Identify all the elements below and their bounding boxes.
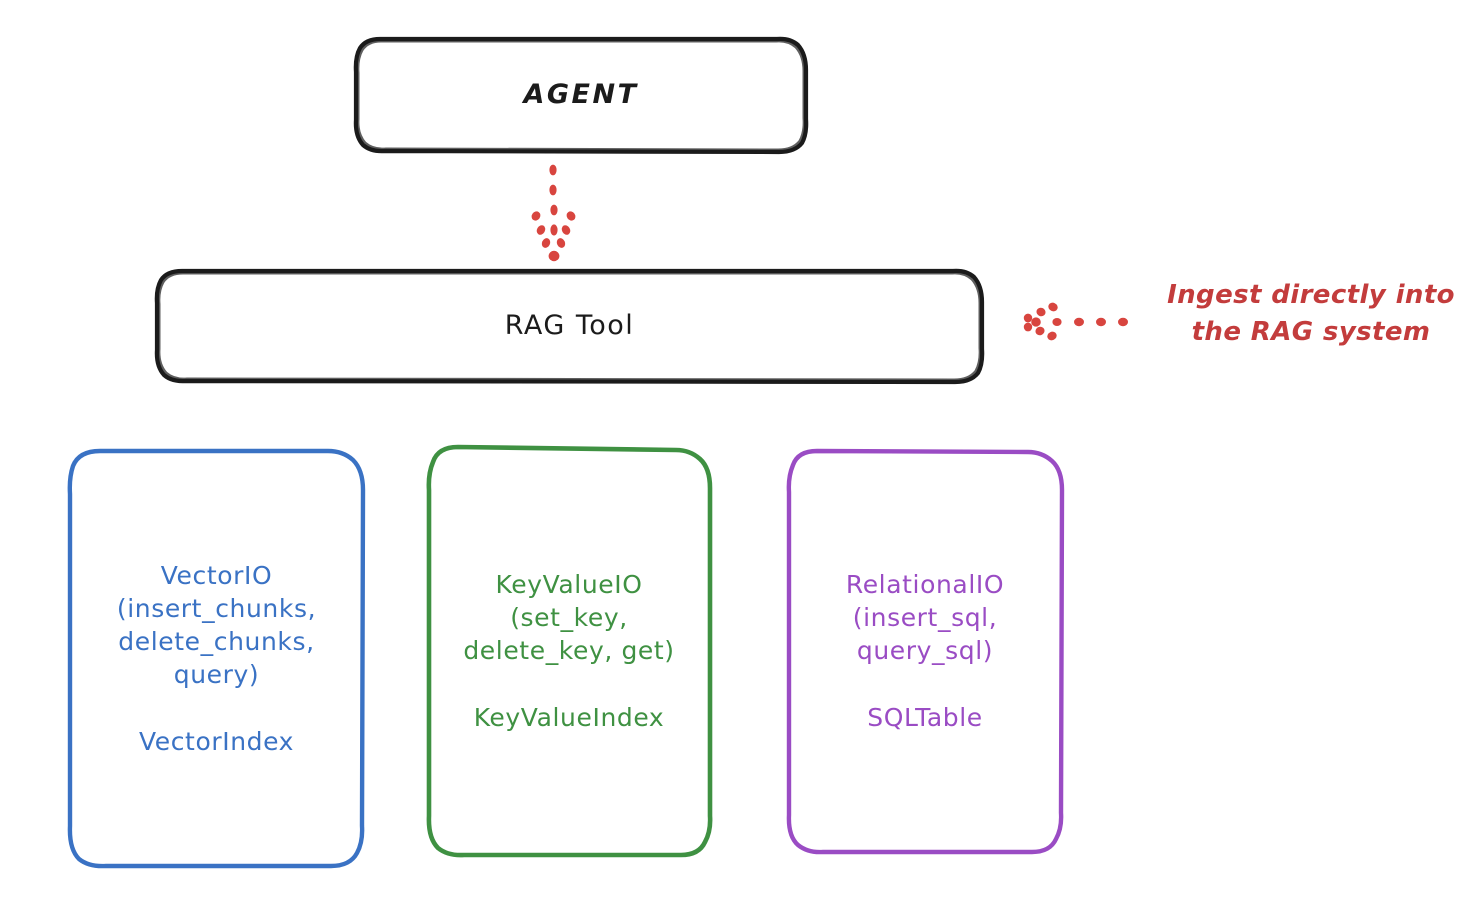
vector-index-label: VectorIndex: [138, 726, 295, 756]
ingest-annotation-text: Ingest directly into the RAG system: [1167, 280, 1455, 347]
agent-box-outline: [353, 36, 809, 155]
sql-table-label: SQLTable: [867, 703, 983, 732]
key-value-io-label: KeyValueIO (set_key, delete_key, get): [463, 569, 675, 665]
rag-tool-node[interactable]: RAG Tool: [157, 270, 982, 382]
key-value-io-node[interactable]: KeyValueIO (set_key, delete_key, get) Ke…: [428, 446, 710, 855]
rag-tool-box-outline: [154, 268, 985, 385]
key-value-io-box-outline: [426, 444, 713, 858]
relational-io-box-outline: [786, 448, 1065, 855]
agent-label: AGENT: [523, 79, 639, 111]
rag-tool-label: RAG Tool: [504, 310, 635, 342]
vector-io-node[interactable]: VectorIO (insert_chunks, delete_chunks, …: [70, 450, 363, 866]
agent-node[interactable]: AGENT: [356, 38, 806, 152]
relational-io-label: RelationalIO (insert_sql, query_sql): [845, 570, 1005, 665]
agent-to-rag-tool-arrow: [531, 164, 576, 262]
vector-io-label: VectorIO (insert_chunks, delete_chunks, …: [116, 560, 317, 689]
relational-io-node[interactable]: RelationalIO (insert_sql, query_sql) SQL…: [788, 450, 1062, 852]
key-value-index-label: KeyValueIndex: [473, 702, 665, 732]
vector-io-box-outline: [67, 448, 366, 869]
ingest-arrow: [1023, 302, 1128, 341]
